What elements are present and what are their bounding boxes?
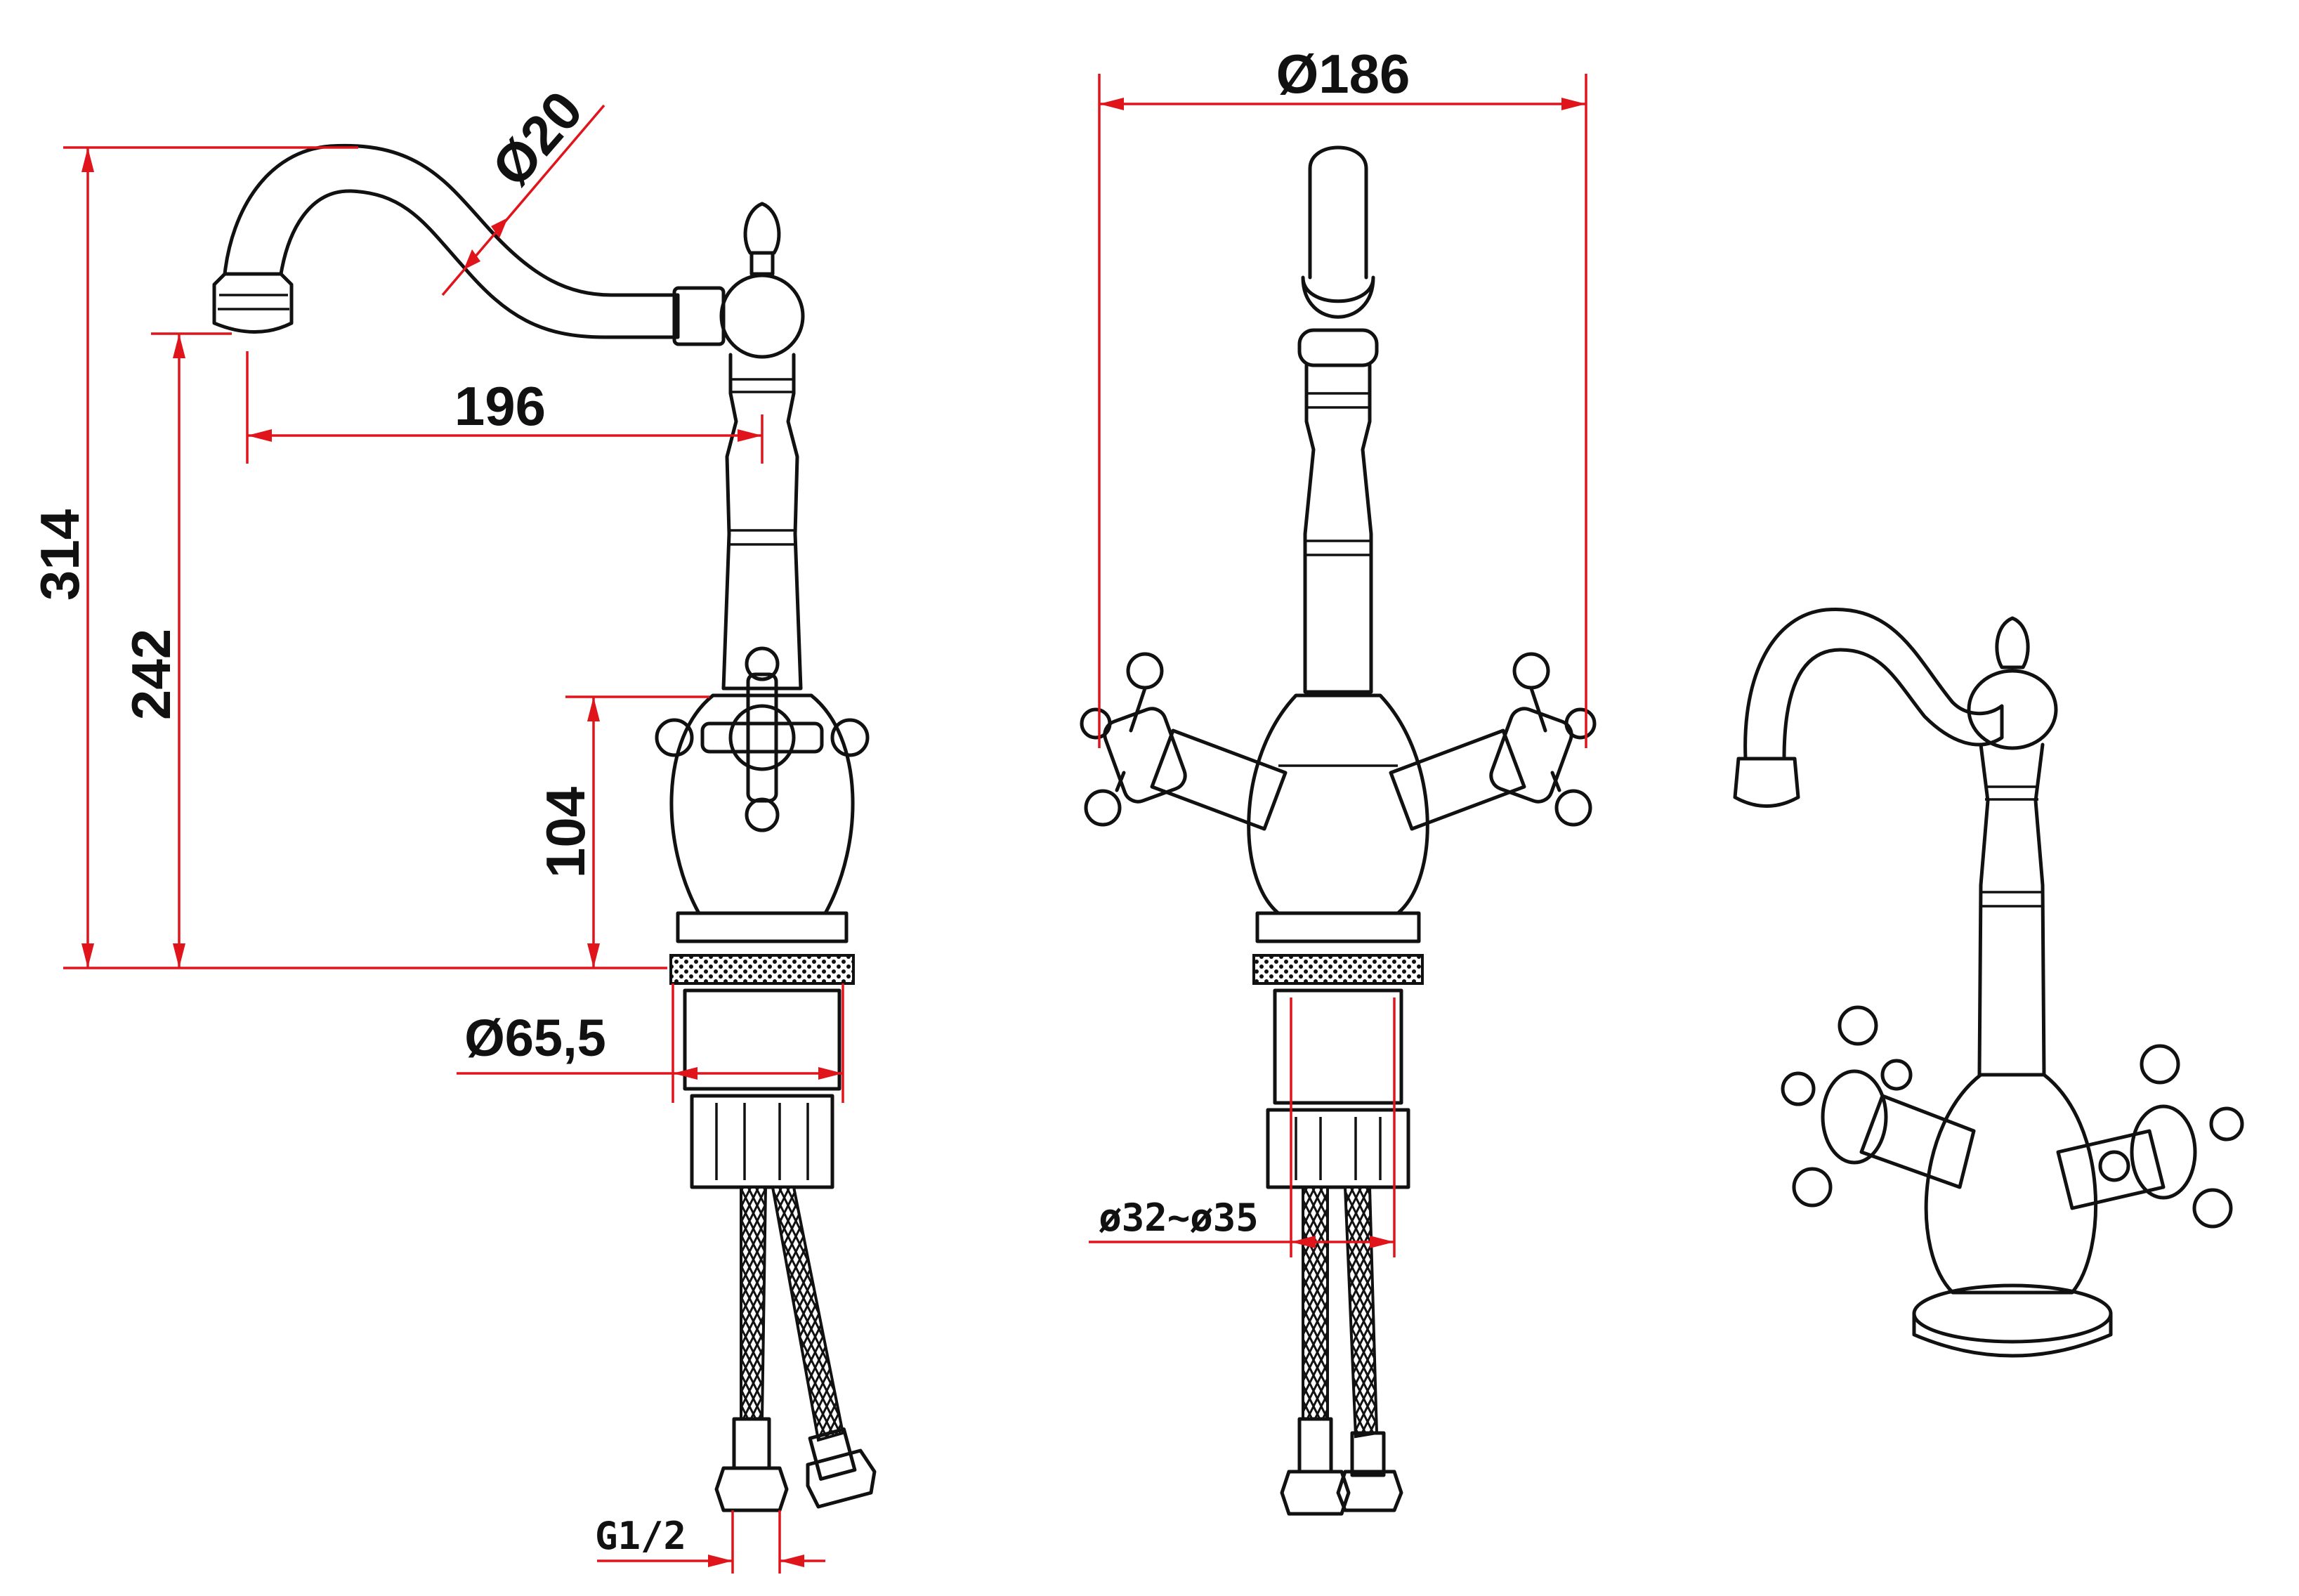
label-connection-thread: G1/2 — [595, 1514, 686, 1558]
side-gasket — [669, 954, 855, 985]
persp-spout — [1743, 607, 2004, 761]
front-left-cross-handle — [1080, 652, 1187, 827]
front-gasket — [1252, 954, 1424, 985]
side-spout-collar — [672, 286, 726, 346]
side-head-ball — [719, 273, 805, 359]
dimension-labels: 314 242 196 104 Ø20 Ø65,5 G1/2 Ø186 ø32~… — [29, 43, 1410, 1558]
front-hose-left — [1302, 1186, 1329, 1420]
side-hose-right — [771, 1186, 845, 1442]
persp-aerator — [1733, 757, 1800, 808]
front-column — [1303, 363, 1373, 694]
side-cross-handle — [655, 646, 870, 832]
front-hose-nut-left — [1280, 1470, 1351, 1516]
persp-arm-left — [1859, 1094, 1976, 1189]
front-lock-nut — [1266, 1108, 1410, 1189]
persp-finial — [1995, 616, 2030, 669]
front-arm-right — [1389, 728, 1526, 831]
side-hose-nut-right — [806, 1448, 877, 1509]
label-spout-height: 242 — [120, 629, 182, 720]
dimension-lines — [63, 74, 1587, 1574]
label-spout-reach: 196 — [454, 375, 546, 437]
side-base-flange — [676, 911, 849, 943]
side-column — [721, 353, 803, 691]
side-shank — [683, 988, 841, 1091]
front-hose-right — [1343, 1186, 1379, 1439]
persp-arm-right — [2056, 1129, 2166, 1210]
side-lock-nut — [690, 1094, 834, 1189]
side-view — [212, 143, 877, 1512]
label-total-height: 314 — [29, 509, 91, 601]
persp-column — [1977, 743, 2046, 1077]
label-handle-span: Ø186 — [1276, 43, 1410, 105]
front-body — [1247, 693, 1429, 915]
front-hose-nut-right — [1336, 1470, 1403, 1512]
front-base-flange — [1255, 911, 1421, 943]
side-hose-nut-left — [714, 1466, 789, 1512]
front-spout — [1308, 145, 1368, 280]
side-aerator — [212, 272, 294, 334]
side-hose-left — [740, 1186, 768, 1420]
label-base-diameter: Ø65,5 — [464, 1009, 606, 1067]
front-shank — [1273, 988, 1403, 1105]
perspective-view — [1733, 607, 2244, 1358]
side-body — [669, 693, 855, 915]
label-body-height: 104 — [535, 787, 596, 878]
front-arm-left — [1150, 728, 1288, 831]
label-mounting-hole: ø32~ø35 — [1099, 1196, 1259, 1240]
front-view — [1080, 145, 1597, 1516]
side-finial — [743, 202, 781, 255]
persp-right-cross-handle — [2098, 1044, 2244, 1229]
label-spout-diameter: Ø20 — [480, 79, 594, 198]
front-right-cross-handle — [1489, 652, 1597, 827]
persp-left-cross-handle — [1781, 1005, 1913, 1208]
side-spout — [223, 143, 680, 339]
front-aerator — [1301, 275, 1375, 319]
